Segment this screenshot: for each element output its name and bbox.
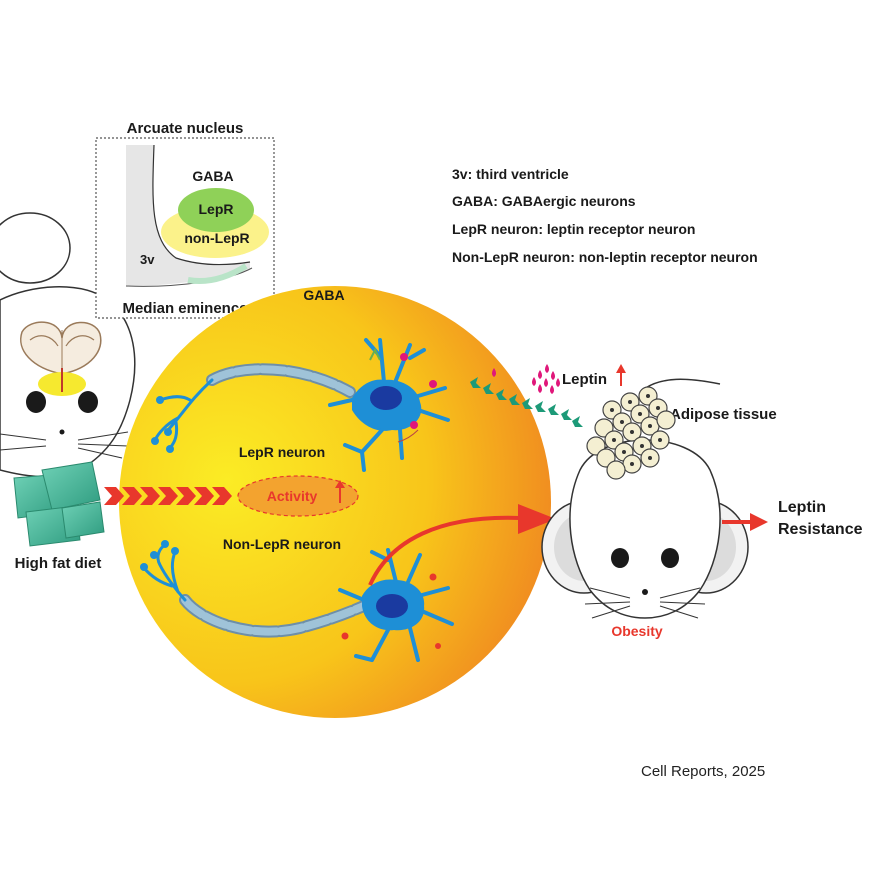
activity-ellipse — [237, 475, 359, 517]
inset-median-eminence-label: Median eminence — [122, 300, 247, 317]
activity-up-arrow — [335, 480, 345, 503]
legend-gaba: GABA: GABAergic neurons — [452, 193, 636, 209]
lepr-region — [178, 188, 254, 232]
lepr-leptin-drops — [400, 353, 437, 429]
left-mouse — [0, 212, 136, 478]
activity-label: Activity — [267, 488, 318, 504]
leptin-resistance-line1: Leptin — [778, 499, 826, 516]
leptin-drops-cluster — [492, 364, 560, 394]
inset-3v-label: 3v — [140, 252, 155, 267]
third-ventricle-shape — [126, 145, 250, 286]
neuron-to-obesity-arrow — [368, 504, 556, 586]
diet-chevron-arrows — [104, 487, 232, 505]
inset-gaba-label: GABA — [192, 168, 233, 184]
leptin-up-arrow — [616, 364, 626, 386]
lepr-neuron-label: LepR neuron — [239, 444, 325, 460]
high-fat-diet-label: High fat diet — [15, 555, 102, 572]
legend-non-lepr: Non-LepR neuron: non-leptin receptor neu… — [452, 249, 758, 265]
citation: Cell Reports, 2025 — [641, 763, 766, 780]
circle-gaba-label: GABA — [303, 287, 344, 303]
high-fat-diet-food — [13, 461, 105, 547]
inset-title: Arcuate nucleus — [127, 120, 244, 137]
inset-non-lepr-label: non-LepR — [184, 230, 249, 246]
leptin-signal-chevrons — [470, 377, 583, 427]
leptin-label: Leptin — [562, 371, 607, 388]
non-lepr-neuron — [140, 540, 454, 662]
legend-3v: 3v: third ventricle — [452, 166, 569, 182]
non-lepr-neuron-label: Non-LepR neuron — [223, 536, 341, 552]
legend-lepr: LepR neuron: leptin receptor neuron — [452, 221, 696, 237]
lepr-neuron — [151, 338, 450, 472]
adipose-tissue-label: Adipose tissue — [670, 406, 777, 423]
leptin-resistance-line2: Resistance — [778, 521, 863, 538]
adipose-cell-nuclei — [610, 394, 662, 466]
inset-lepr-label: LepR — [199, 201, 234, 217]
arcuate-inset: Arcuate nucleus GABA LepR non-LepR 3v Me… — [95, 120, 275, 319]
obesity-label: Obesity — [611, 623, 663, 639]
non-lepr-dots — [341, 573, 441, 649]
right-mouse — [541, 378, 749, 619]
